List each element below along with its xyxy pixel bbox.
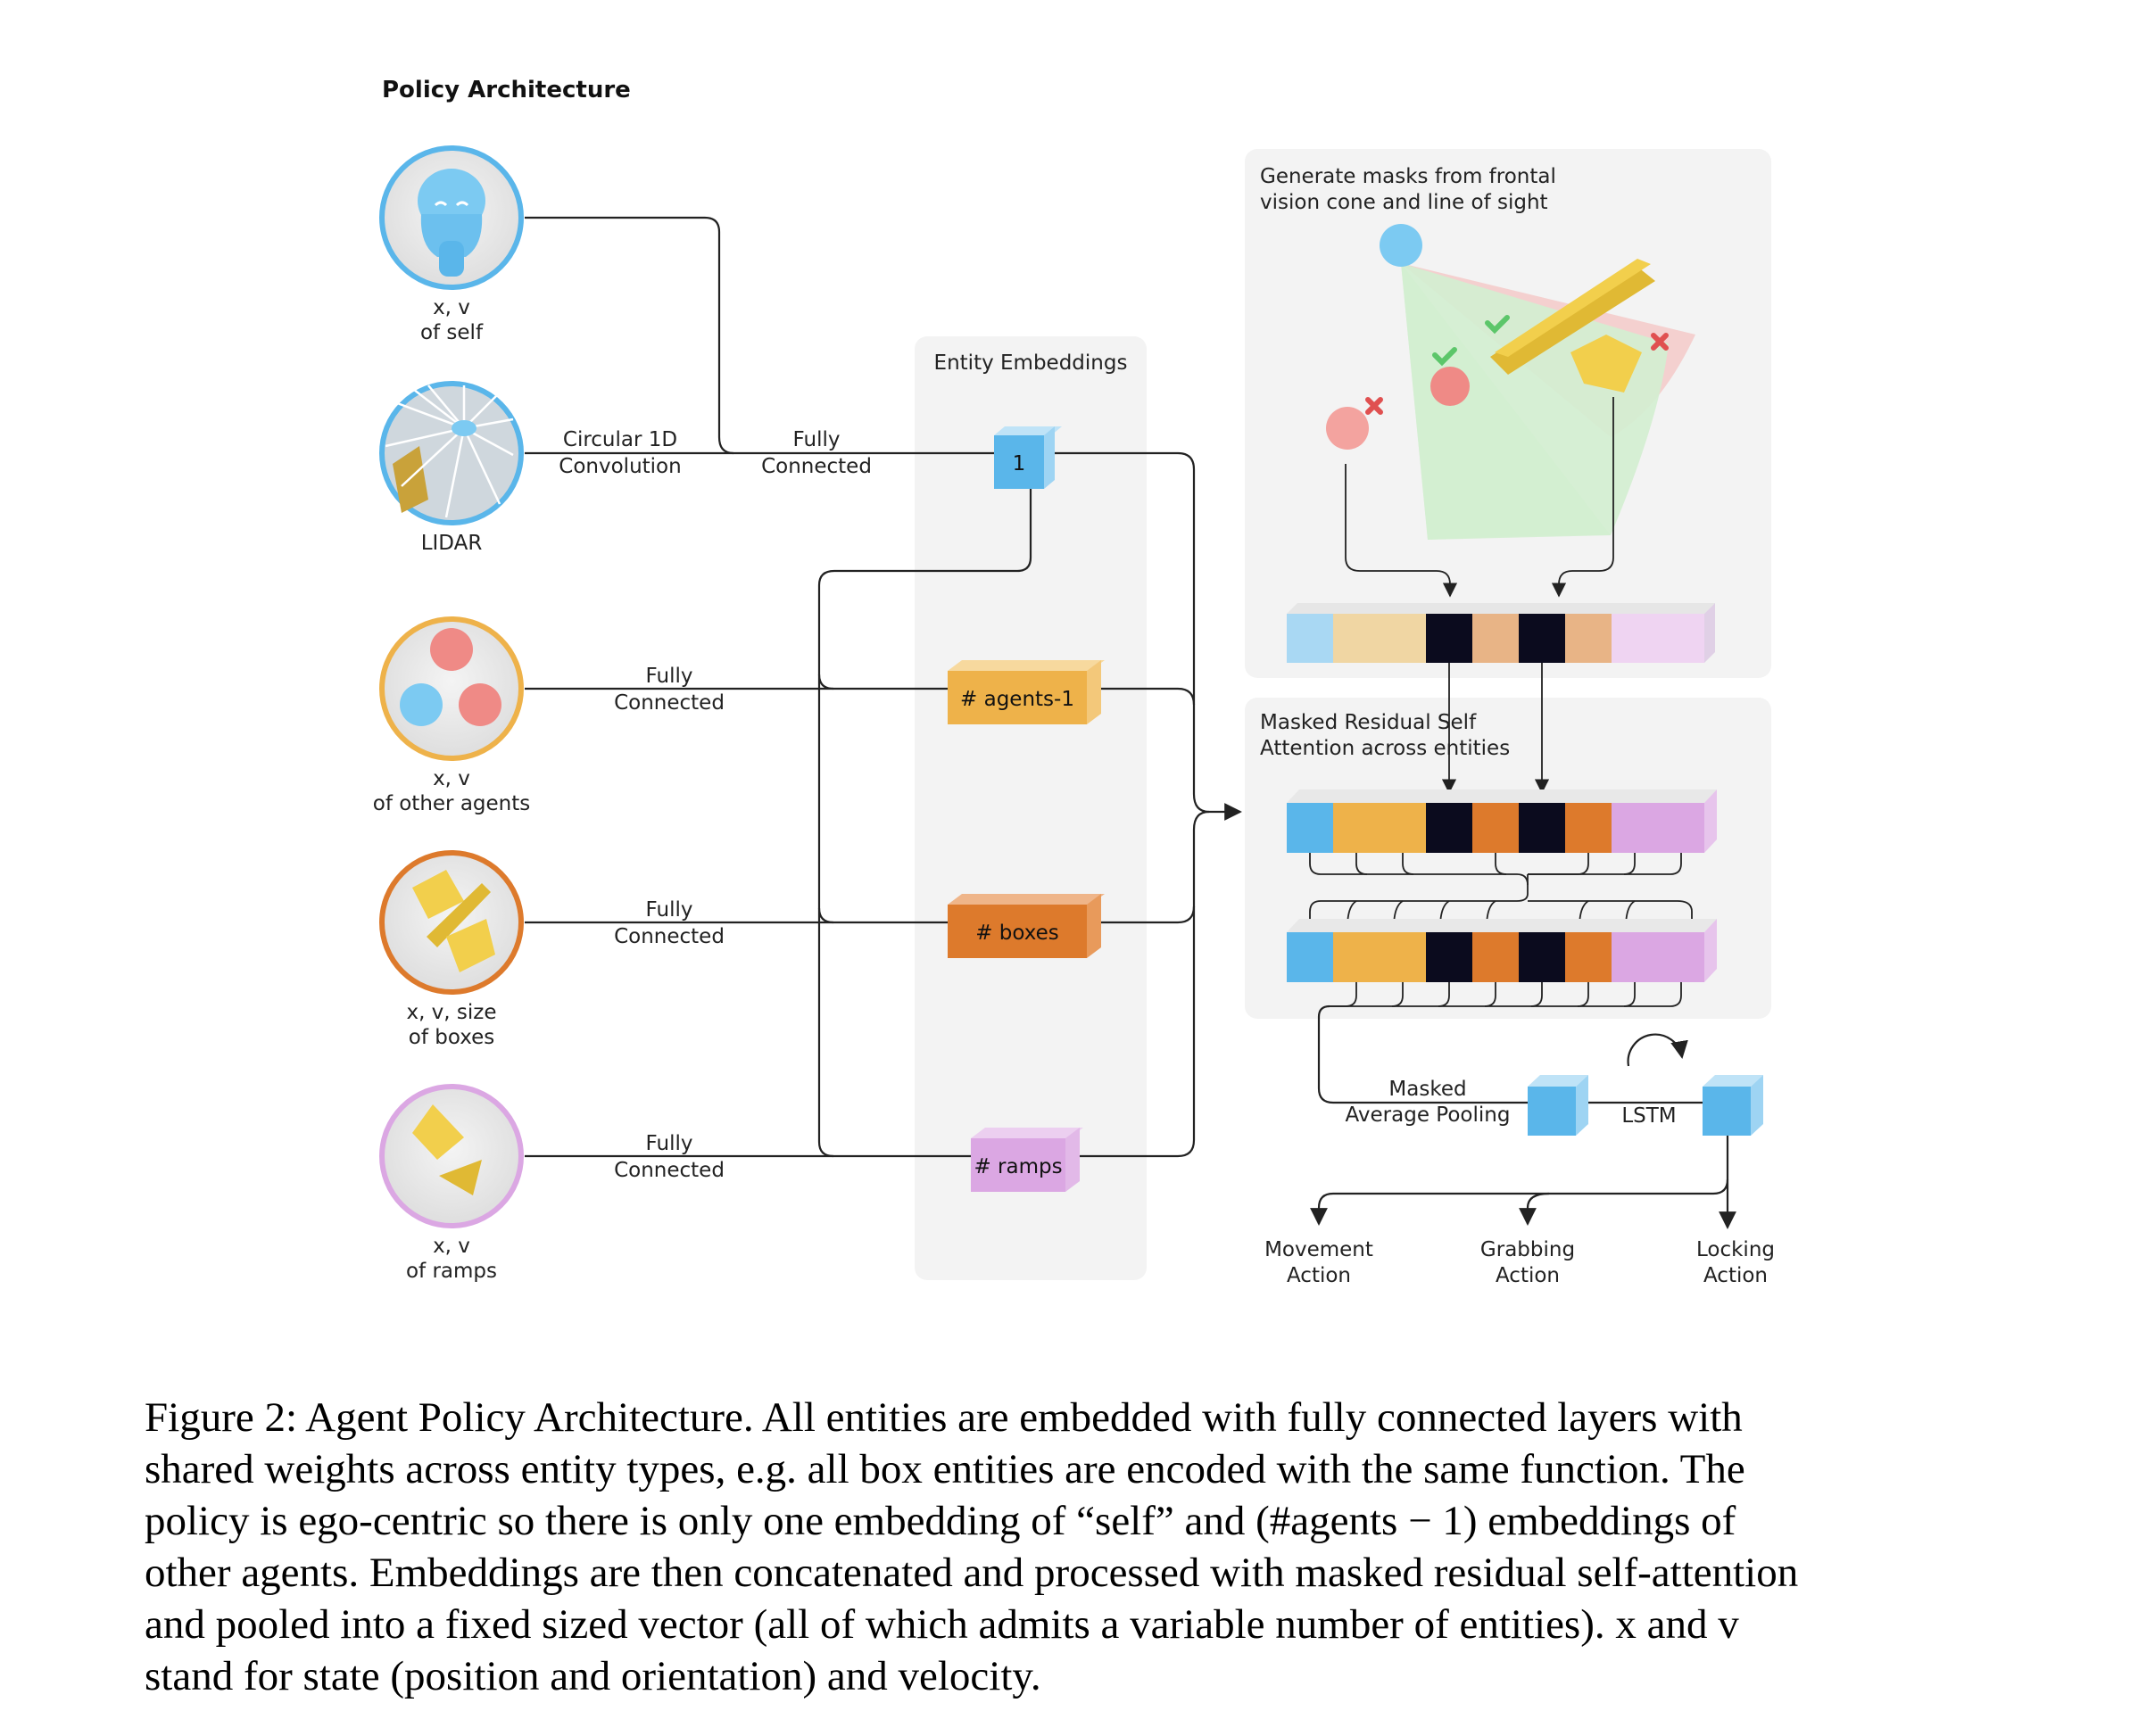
movement-action-arrow	[1310, 1136, 1729, 1226]
ramps-label-line2: of ramps	[406, 1260, 497, 1283]
pooling-wire	[1317, 1004, 1528, 1104]
self-out-wire	[1044, 451, 1210, 814]
vision-scene	[1326, 224, 1695, 540]
fc-self-label-line1: Fully	[793, 428, 841, 451]
mask-panel-title-line2: vision cone and line of sight	[1260, 191, 1548, 214]
blue-agent-icon	[418, 169, 485, 277]
self-label-line2: of self	[420, 321, 484, 344]
pooling-label-line2: Average Pooling	[1346, 1104, 1511, 1127]
boxes-label-line2: of boxes	[409, 1026, 494, 1049]
mask-arrow-right	[1551, 397, 1614, 598]
caption-line-1: Figure 2: Agent Policy Architecture. All…	[145, 1394, 1743, 1441]
self-embedding-label: 1	[1013, 452, 1026, 475]
agents-out-wire	[1087, 687, 1196, 706]
lstm-recurrent-loop-icon	[1627, 1033, 1688, 1067]
caption-line-2: shared weights across entity types, e.g.…	[145, 1446, 1745, 1492]
pooled-vector-block	[1528, 1075, 1588, 1136]
lstm-output-block	[1703, 1075, 1763, 1136]
caption-line-3: policy is ego-centric so there is only o…	[145, 1498, 1736, 1544]
fc-self-label-line2: Connected	[761, 455, 872, 478]
fc-agents-label-line2: Connected	[614, 691, 725, 715]
self-to-boxes-wire	[817, 907, 834, 924]
ramps-input-circle	[379, 1084, 524, 1228]
caption-line-5: and pooled into a fixed sized vector (al…	[145, 1601, 1739, 1648]
fc-boxes-label-line2: Connected	[614, 925, 725, 948]
blue-agent-icon	[1380, 224, 1422, 267]
mask-vector-row	[1287, 603, 1715, 663]
movement-action-line1: Movement	[1264, 1238, 1373, 1261]
self-broadcast-wire	[817, 477, 1032, 1158]
mask-arrow-left	[1345, 464, 1458, 598]
boxes-embedding-label: # boxes	[975, 922, 1059, 945]
fc-ramps-label-line1: Fully	[646, 1132, 693, 1155]
lidar-label: LIDAR	[421, 532, 483, 555]
locking-action-line1: Locking	[1696, 1238, 1775, 1261]
movement-action-line2: Action	[1287, 1264, 1351, 1287]
entity-embeddings-title: Entity Embeddings	[934, 351, 1128, 375]
ramps-out-wire	[1071, 810, 1210, 1158]
ramp-icon	[412, 1104, 482, 1195]
grabbing-action-line1: Grabbing	[1480, 1238, 1575, 1261]
pooling-connections	[1330, 982, 1682, 1007]
red-agent-icon	[1326, 367, 1470, 450]
ramps-embedding-block: # ramps	[971, 1128, 1083, 1192]
cross-icon	[1365, 333, 1669, 415]
fc-ramps-label-line2: Connected	[614, 1159, 725, 1182]
self-input-circle	[379, 145, 524, 290]
attention-panel-title-line1: Masked Residual Self	[1260, 711, 1477, 734]
attention-row-2	[1287, 919, 1717, 982]
figure-caption: Figure 2: Agent Policy Architecture. All…	[145, 1392, 2001, 1702]
agents-embedding-label: # agents-1	[960, 688, 1074, 711]
agents-input-circle	[379, 616, 524, 761]
conv-label-line2: Convolution	[559, 455, 681, 478]
boxes-label-line1: x, v, size	[406, 1001, 496, 1024]
ramps-label-line1: x, v	[433, 1235, 470, 1258]
box-icon	[412, 870, 495, 972]
blue-agent-icon	[400, 683, 443, 726]
fc-agents-label-line1: Fully	[646, 665, 693, 688]
ramps-embedding-label: # ramps	[974, 1155, 1062, 1178]
attention-connections	[1309, 853, 1693, 929]
grabbing-action-arrow	[1519, 1192, 1550, 1226]
check-icon	[1432, 315, 1510, 367]
self-wire	[525, 216, 734, 455]
self-to-agents-wire	[817, 674, 834, 690]
attention-row-1	[1287, 789, 1717, 853]
caption-line-6: stand for state (position and orientatio…	[145, 1653, 1041, 1699]
grabbing-action-line2: Action	[1496, 1264, 1560, 1287]
diagram-title: Policy Architecture	[382, 77, 631, 103]
lstm-label: LSTM	[1621, 1104, 1676, 1128]
entity-embeddings-panel	[915, 336, 1147, 1280]
boxes-input-circle	[379, 850, 524, 995]
locking-action-line2: Action	[1703, 1264, 1768, 1287]
attention-panel-title-line2: Attention across entities	[1260, 737, 1510, 760]
self-embedding-block: 1	[994, 426, 1062, 489]
fc-boxes-label-line1: Fully	[646, 898, 693, 922]
agents-label-line1: x, v	[433, 767, 470, 790]
conv-label-line1: Circular 1D	[563, 428, 677, 451]
self-label-line1: x, v	[433, 296, 470, 319]
red-agent-icon	[430, 628, 501, 726]
boxes-embedding-block: # boxes	[948, 894, 1105, 958]
agents-label-line2: of other agents	[373, 792, 531, 815]
mask-panel-title-line1: Generate masks from frontal	[1260, 165, 1556, 188]
caption-line-4: other agents. Embeddings are then concat…	[145, 1550, 1799, 1596]
lidar-input-circle	[379, 381, 524, 525]
agents-embedding-block: # agents-1	[948, 660, 1105, 724]
pooling-label-line1: Masked	[1388, 1078, 1466, 1101]
